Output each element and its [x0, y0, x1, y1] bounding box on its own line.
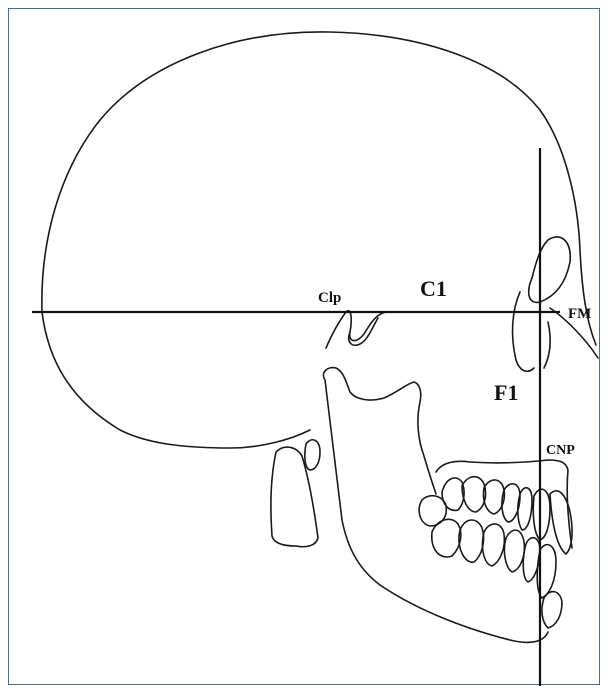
label-cnp: CNP: [546, 443, 575, 458]
label-f1: F1: [494, 380, 518, 405]
condyle-process: [326, 311, 386, 348]
label-clp: Clp: [318, 290, 341, 306]
orbital-rim-inner: [544, 322, 550, 368]
styloid-process: [271, 447, 318, 547]
upper-teeth: [442, 477, 572, 554]
mandible-outline: [323, 368, 548, 643]
label-c1: C1: [420, 276, 447, 301]
orbit-outline: [529, 237, 570, 302]
label-fm: FM: [568, 306, 591, 322]
orbital-rim-arc: [513, 292, 534, 371]
mastoid-process: [305, 440, 320, 470]
